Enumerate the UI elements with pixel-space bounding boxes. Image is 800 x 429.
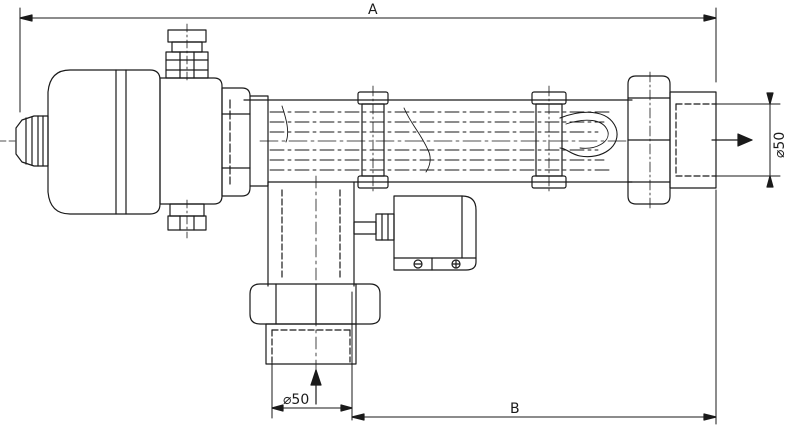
main-tube	[243, 99, 633, 183]
inlet-union-nut	[249, 283, 381, 365]
heating-element-loop	[559, 111, 618, 158]
inlet-branch	[267, 175, 355, 371]
outlet-union-nut	[627, 71, 717, 209]
outlet-flow-arrow	[711, 133, 753, 147]
outlet-diameter-label: ⌀50	[772, 132, 788, 158]
bottom-bolt	[167, 199, 207, 239]
flange-left	[357, 85, 389, 195]
dimension-b-label: B	[510, 401, 520, 417]
inlet-diameter-label: ⌀50	[283, 392, 309, 408]
head-block	[159, 77, 269, 205]
dimension-outlet-diameter: ⌀50	[715, 92, 788, 188]
dimension-a-label: A	[368, 2, 378, 18]
head-cap	[0, 69, 161, 215]
junction-box	[353, 195, 477, 271]
flange-right	[531, 85, 567, 195]
inlet-flow-arrow	[310, 369, 322, 405]
dimension-inlet-diameter: ⌀50	[271, 361, 353, 419]
dimension-a: A	[19, 2, 717, 113]
dimension-b: B	[351, 189, 717, 425]
top-bolt	[165, 23, 209, 83]
